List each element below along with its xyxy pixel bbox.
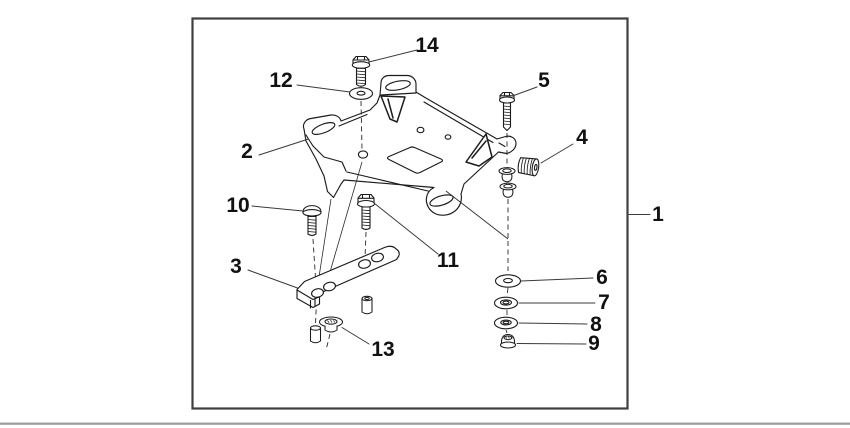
callout-7: 7 (598, 291, 610, 314)
callout-3: 3 (230, 255, 242, 278)
callout-11: 11 (436, 249, 460, 272)
callout-8: 8 (590, 313, 602, 336)
bottom-divider (0, 422, 850, 425)
flanged-collar-b-drawing (499, 182, 517, 198)
callout-5: 5 (538, 69, 550, 92)
part-3-plate-drawing (296, 245, 400, 309)
part-6-washer-drawing (494, 274, 522, 288)
part-14-flange-bolt-drawing (351, 55, 371, 87)
alignment-lines (318, 161, 509, 278)
flanged-collar-a-drawing (498, 167, 516, 183)
part-13-grommet-drawing (318, 316, 344, 333)
callout-10: 10 (226, 194, 250, 217)
part-8-washer-drawing (493, 316, 519, 330)
spacer-a-drawing (361, 295, 373, 315)
leader-lines (247, 49, 651, 345)
callout-13: 13 (371, 338, 395, 361)
part-7-washer-drawing (493, 296, 519, 310)
callout-1: 1 (652, 203, 664, 226)
spacer-b-drawing (309, 325, 322, 344)
part-11-flange-bolt-drawing (356, 193, 376, 231)
callout-9: 9 (588, 332, 600, 355)
part-10-button-bolt-drawing (302, 205, 322, 237)
callout-4: 4 (576, 126, 588, 149)
part-4-damper-drawing (517, 157, 540, 177)
part-9-nut-drawing (499, 333, 517, 349)
part-12-washer-drawing (348, 87, 374, 100)
callout-12: 12 (269, 69, 293, 92)
callout-14: 14 (415, 34, 439, 57)
part-5-screw-drawing (498, 91, 516, 132)
callout-2: 2 (241, 140, 253, 163)
callout-6: 6 (596, 266, 608, 289)
